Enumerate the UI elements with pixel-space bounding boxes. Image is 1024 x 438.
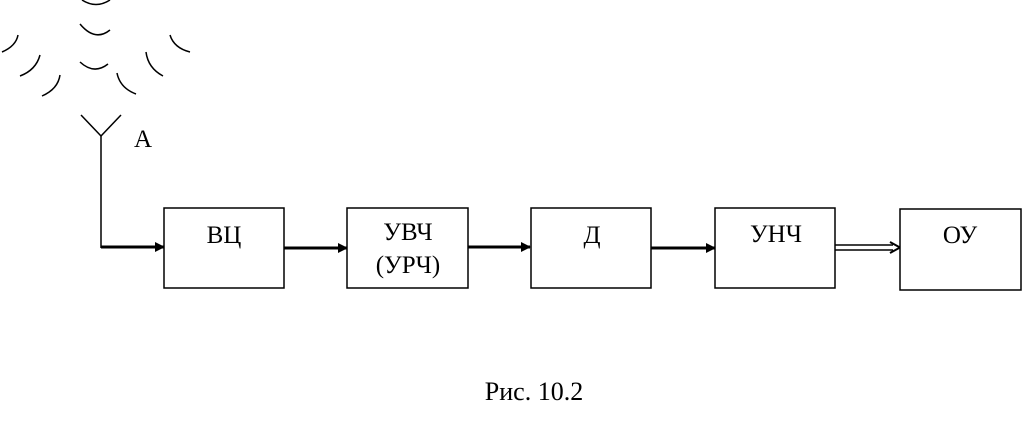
figure-caption: Рис. 10.2 xyxy=(485,377,583,406)
signal-arrows xyxy=(101,242,716,253)
block-vc-label: ВЦ xyxy=(207,222,242,249)
block-uvch-sublabel: (УРЧ) xyxy=(376,252,441,279)
block-uvch: УВЧ (УРЧ) xyxy=(346,207,469,289)
block-ou: ОУ xyxy=(899,208,1022,291)
radio-waves-icon xyxy=(1,0,191,97)
block-unch: УНЧ xyxy=(714,207,836,289)
block-ou-label: ОУ xyxy=(943,222,978,249)
block-vc: ВЦ xyxy=(163,207,285,289)
block-d: Д xyxy=(530,207,652,289)
block-unch-label: УНЧ xyxy=(750,221,802,248)
antenna-label: А xyxy=(134,126,152,153)
arrow-unch-to-ou xyxy=(835,241,903,254)
antenna-icon xyxy=(80,114,122,248)
block-uvch-label: УВЧ xyxy=(383,219,432,246)
block-d-label: Д xyxy=(583,222,600,249)
